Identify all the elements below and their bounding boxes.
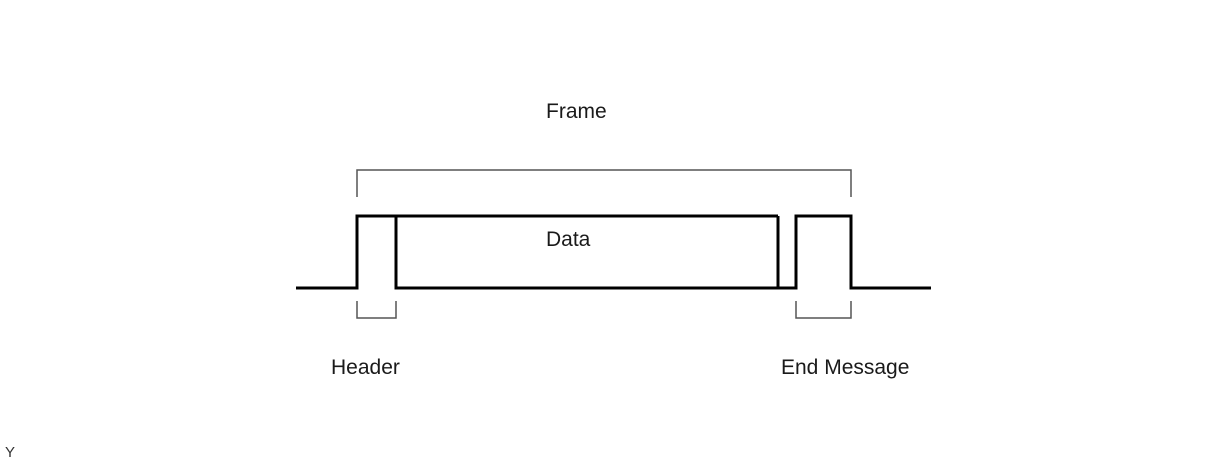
- header-label: Header: [331, 356, 400, 379]
- corner-mark: Y: [5, 444, 16, 461]
- frame-label: Frame: [546, 100, 607, 123]
- data-label: Data: [546, 228, 591, 251]
- end-message-label: End Message: [781, 356, 910, 379]
- signal-waveform: [296, 214, 931, 290]
- header-bracket: [356, 301, 397, 319]
- end-message-bracket: [795, 301, 852, 319]
- frame-bracket: [356, 169, 852, 197]
